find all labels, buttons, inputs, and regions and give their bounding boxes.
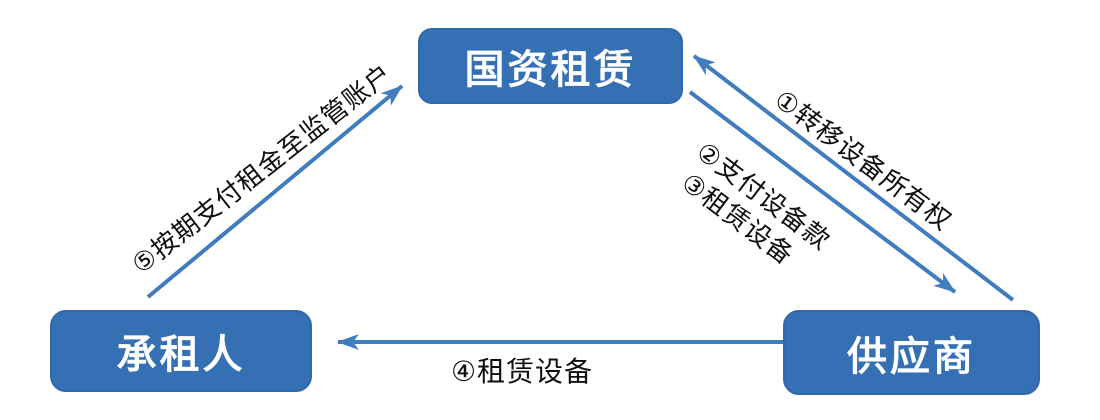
- node-lessor: 国资租赁: [418, 28, 683, 104]
- arrow-lessee-to-lessor: [146, 84, 404, 299]
- arrow-lessor-to-supplier: [688, 90, 957, 294]
- node-lessor-label: 国资租赁: [464, 48, 637, 92]
- node-lessee-label: 承租人: [116, 333, 246, 377]
- node-lessee: 承租人: [50, 310, 312, 392]
- node-supplier: 供应商: [783, 310, 1040, 395]
- edge-label-deliver-leased-equipment: ④租赁设备: [450, 356, 594, 387]
- node-supplier-label: 供应商: [847, 334, 976, 379]
- arrow-supplier-to-lessor: [692, 54, 1015, 302]
